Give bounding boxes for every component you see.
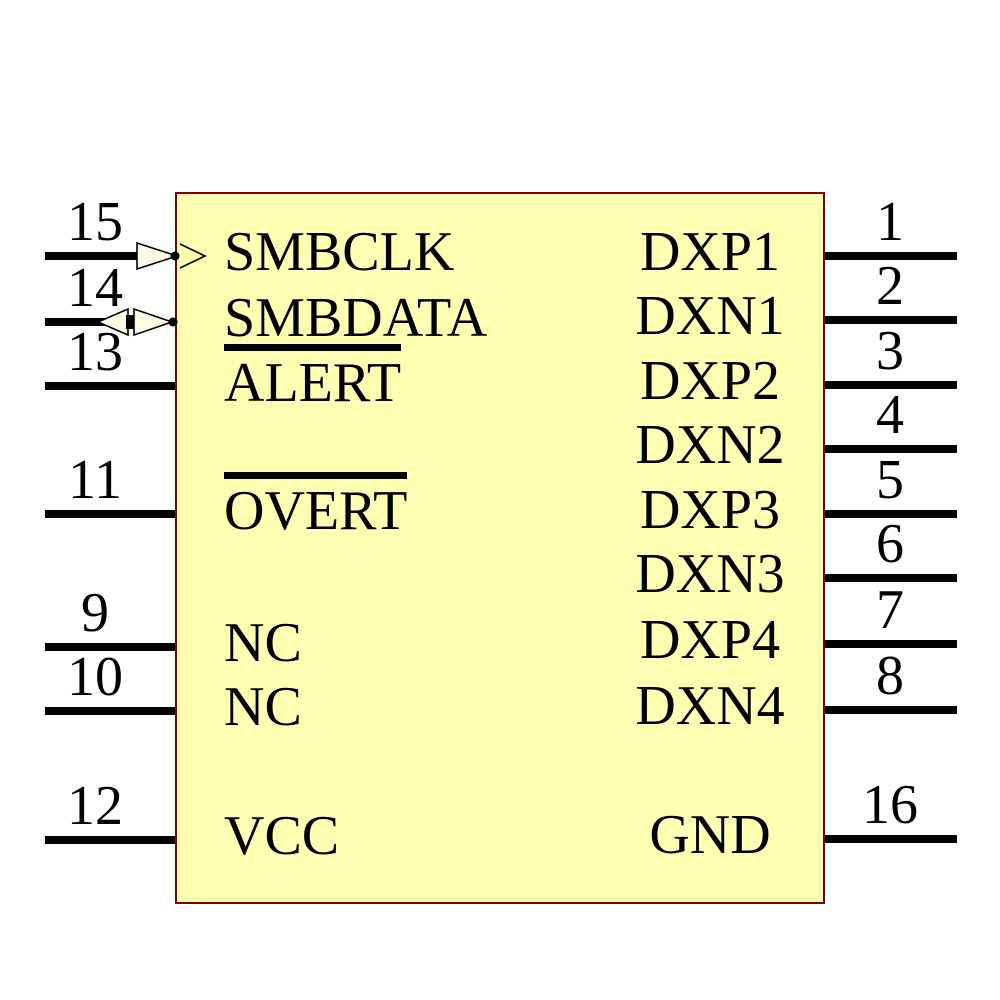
pin-line-14 bbox=[45, 318, 128, 326]
pin-label-dxn3: DXN3 bbox=[635, 543, 785, 605]
pin-line-12 bbox=[45, 836, 175, 844]
pin-number-2: 2 bbox=[876, 255, 904, 317]
pin-label-dxn2: DXN2 bbox=[635, 414, 785, 476]
pin-line-15 bbox=[45, 252, 150, 260]
pin-number-13: 13 bbox=[67, 321, 123, 383]
pin-number-9: 9 bbox=[81, 582, 109, 644]
pin-label-smbclk: SMBCLK bbox=[224, 221, 455, 283]
pin-line-7 bbox=[825, 640, 957, 648]
pin-line-2 bbox=[825, 316, 957, 324]
pin-label-dxn1: DXN1 bbox=[635, 285, 785, 347]
pin-line-5 bbox=[825, 510, 957, 518]
pin-line-4 bbox=[825, 445, 957, 453]
alert-overbar: ALERT bbox=[224, 344, 402, 411]
pin-number-15: 15 bbox=[67, 191, 123, 253]
pin-label-nc-1: NC bbox=[224, 612, 302, 674]
pin-number-16: 16 bbox=[862, 774, 918, 836]
pin-number-14: 14 bbox=[67, 257, 123, 319]
pin-number-3: 3 bbox=[876, 320, 904, 382]
pin-label-overt: OVERT bbox=[224, 472, 408, 539]
pin-line-1 bbox=[825, 252, 957, 260]
pin-number-12: 12 bbox=[67, 775, 123, 837]
pin-line-8 bbox=[825, 706, 957, 714]
pin-line-10 bbox=[45, 707, 175, 715]
pin-label-smbdata: SMBDATA bbox=[224, 287, 488, 349]
pin-number-10: 10 bbox=[67, 646, 123, 708]
pin-label-dxn4: DXN4 bbox=[635, 675, 785, 737]
pin-number-1: 1 bbox=[876, 191, 904, 253]
pin-number-8: 8 bbox=[876, 645, 904, 707]
pin-number-6: 6 bbox=[876, 513, 904, 575]
pin-number-7: 7 bbox=[876, 579, 904, 641]
pin-label-gnd: GND bbox=[649, 804, 771, 866]
component-body bbox=[175, 192, 825, 904]
pin-line-9 bbox=[45, 643, 175, 651]
pin-label-dxp4: DXP4 bbox=[639, 609, 781, 671]
pin-label-dxp2: DXP2 bbox=[639, 350, 781, 412]
pin-number-11: 11 bbox=[68, 449, 122, 511]
pin-line-11 bbox=[45, 510, 175, 518]
pin-line-3 bbox=[825, 381, 957, 389]
pin-label-nc-2: NC bbox=[224, 676, 302, 738]
overt-overbar: OVERT bbox=[224, 472, 408, 539]
pin-number-5: 5 bbox=[876, 449, 904, 511]
pin-number-4: 4 bbox=[876, 384, 904, 446]
pin-label-dxp1: DXP1 bbox=[639, 221, 781, 283]
pin-label-vcc: VCC bbox=[224, 805, 340, 867]
pin-label-dxp3: DXP3 bbox=[639, 479, 781, 541]
pin-line-6 bbox=[825, 574, 957, 582]
pin-label-alert: ALERT bbox=[224, 344, 402, 411]
pin-line-13 bbox=[45, 382, 175, 390]
pin-line-16 bbox=[825, 835, 957, 843]
